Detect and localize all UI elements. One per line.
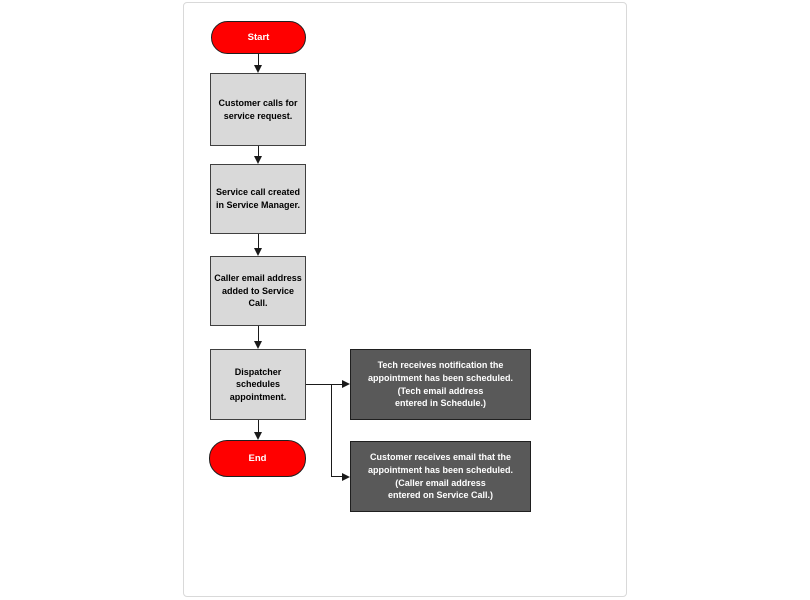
notification-box-tech: Tech receives notification the appointme… xyxy=(350,349,531,420)
process-box-caller-email-added: Caller email address added to Service Ca… xyxy=(210,256,306,326)
connector-branch-line xyxy=(331,384,332,477)
end-terminator: End xyxy=(209,440,306,477)
arrowhead-right-icon xyxy=(342,380,350,388)
process-box-customer-calls: Customer calls for service request. xyxy=(210,73,306,146)
process-box-service-call-created: Service call created in Service Manager. xyxy=(210,164,306,234)
arrowhead-down-icon xyxy=(254,248,262,256)
connector-line xyxy=(257,146,259,156)
arrowhead-down-icon xyxy=(254,65,262,73)
connector-line xyxy=(257,54,259,66)
process-box-dispatcher-schedules: Dispatcher schedules appointment. xyxy=(210,349,306,420)
document-page: Start Customer calls for service request… xyxy=(183,2,627,597)
arrowhead-down-icon xyxy=(254,432,262,440)
arrowhead-down-icon xyxy=(254,156,262,164)
arrowhead-down-icon xyxy=(254,341,262,349)
arrowhead-right-icon xyxy=(342,472,350,481)
connector-line xyxy=(257,234,259,248)
connector-line xyxy=(331,476,343,477)
connector-line xyxy=(257,326,259,341)
connector-line xyxy=(257,420,259,432)
connector-line xyxy=(306,383,343,385)
start-terminator: Start xyxy=(211,21,306,54)
notification-box-customer: Customer receives email that the appoint… xyxy=(350,441,531,512)
